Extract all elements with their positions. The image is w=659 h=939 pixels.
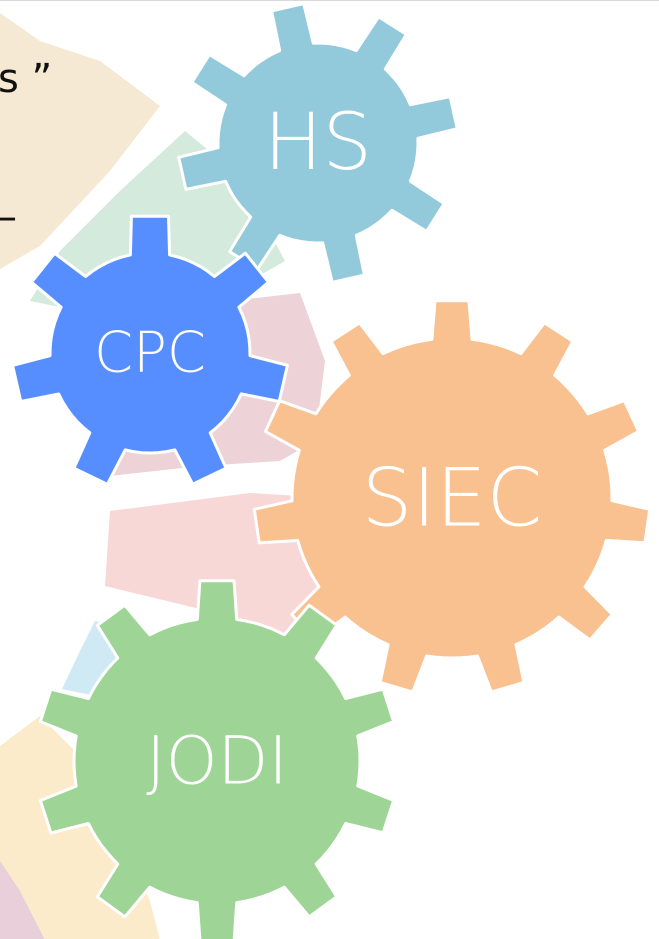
gear-jodi-shape xyxy=(38,579,396,939)
background-wheel xyxy=(0,13,330,939)
gear-hs-label: HS xyxy=(264,98,372,188)
gear-jodi-label: JODI xyxy=(146,723,288,800)
gear-siec-label: SIEC xyxy=(362,452,543,545)
gear-group: HS CPC SIEC JODI xyxy=(11,2,652,939)
gear-hs: HS xyxy=(177,2,459,284)
bg-segment-mauve xyxy=(0,861,45,939)
gear-hs-shape xyxy=(177,2,459,284)
gear-siec-shape xyxy=(252,299,652,694)
cut-off-text-line-2: – xyxy=(0,197,17,237)
bg-segment-tan xyxy=(0,13,160,269)
gear-cpc-label: CPC xyxy=(94,321,206,386)
gear-jodi: JODI xyxy=(38,579,396,939)
gear-cpc-shape xyxy=(11,214,289,486)
gear-cpc: CPC xyxy=(11,214,289,486)
cut-off-text-line-1: s ” xyxy=(0,56,53,102)
gear-siec: SIEC xyxy=(252,299,652,694)
